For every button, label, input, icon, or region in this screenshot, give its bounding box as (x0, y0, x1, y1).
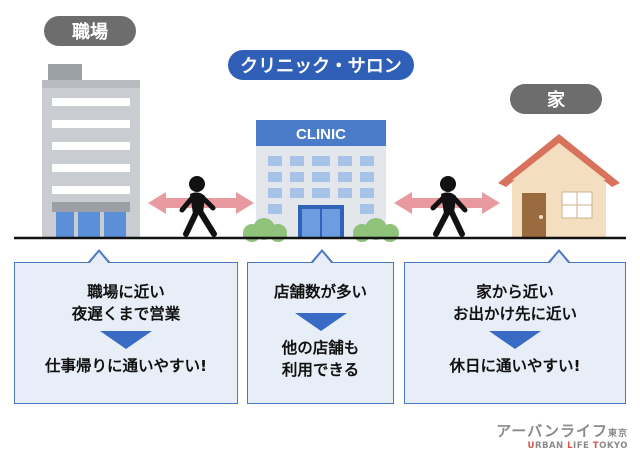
clinic-sign-text: CLINIC (296, 126, 346, 143)
scene-illustration: CLINIC (14, 64, 626, 242)
clinic-salon-label: クリニック・サロン (228, 50, 414, 80)
clinic-building-icon: CLINIC (256, 120, 386, 238)
clinic-result-1: 他の店舗も (281, 339, 360, 357)
home-label-text: 家 (547, 90, 565, 111)
clinic-salon-label-text: クリニック・サロン (240, 56, 402, 77)
clinic-info-box: 店舗数が多い 他の店舗も 利用できる (247, 249, 394, 404)
brand-name-en: URBAN LIFE TOKYO (527, 441, 628, 451)
home-point-1: 家から近い (476, 283, 554, 301)
person-walking-left-icon (179, 176, 217, 237)
home-point-2: お出かけ先に近い (452, 305, 577, 323)
home-label: 家 (510, 84, 602, 114)
workplace-point-1: 職場に近い (87, 283, 165, 301)
house-icon (498, 134, 620, 238)
brand-logo: アーバンライフ東京 URBAN LIFE TOKYO (496, 420, 628, 451)
clinic-point-1: 店舗数が多い (273, 283, 367, 301)
home-info-box: 家から近い お出かけ先に近い 休日に通いやすい! (404, 249, 626, 404)
down-arrow-icon (294, 313, 347, 331)
home-result: 休日に通いやすい! (449, 357, 581, 375)
down-arrow-icon (100, 331, 152, 349)
brand-name-jp: アーバンライフ (496, 422, 608, 440)
workplace-info-box: 職場に近い 夜遅くまで営業 仕事帰りに通いやすい! (14, 249, 238, 404)
down-arrow-icon (489, 331, 541, 349)
office-building-icon (42, 64, 140, 238)
clinic-result-2: 利用できる (281, 361, 360, 379)
person-walking-right-icon (430, 176, 468, 237)
workplace-result: 仕事帰りに通いやすい! (44, 357, 208, 375)
brand-name-jp-small: 東京 (607, 429, 628, 439)
workplace-label: 職場 (44, 16, 136, 46)
workplace-label-text: 職場 (72, 22, 108, 43)
workplace-point-2: 夜遅くまで営業 (71, 305, 181, 323)
